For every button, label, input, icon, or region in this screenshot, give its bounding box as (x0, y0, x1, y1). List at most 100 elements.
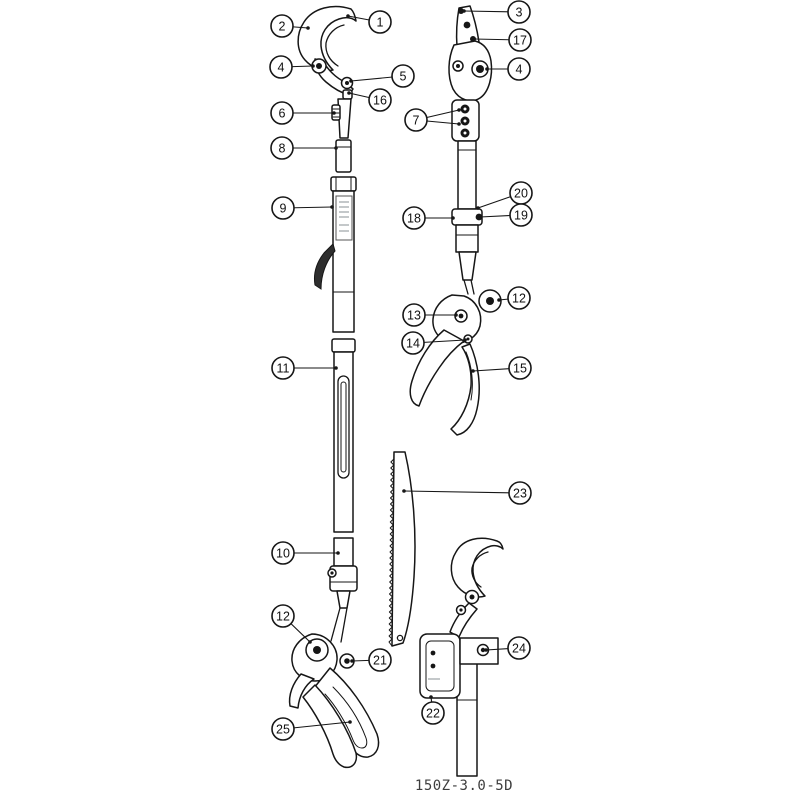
callout-number: 7 (413, 114, 420, 128)
callout-badge (402, 303, 426, 327)
callout-target-dot (463, 338, 467, 342)
lower-taper (336, 590, 351, 609)
cutting-head-right-drawing (409, 289, 502, 436)
callout-15: 15 (471, 356, 532, 380)
callout-10: 10 (271, 541, 340, 565)
callout-target-dot (346, 14, 350, 18)
callout-17: 17 (472, 28, 532, 52)
callout-24: 24 (484, 636, 531, 660)
hook-blade-shape (297, 5, 357, 72)
callout-badge (508, 356, 532, 380)
neck-shape (337, 98, 352, 139)
callout-11: 11 (271, 356, 338, 380)
callout-number: 8 (279, 142, 286, 156)
callout-badge (508, 28, 532, 52)
callout-badge (507, 0, 531, 24)
callout-number: 21 (373, 654, 387, 668)
slot-inner (340, 381, 347, 473)
plate-bolt-2-center (463, 119, 467, 123)
handle-slot (324, 686, 368, 749)
callout-12: 12 (497, 286, 531, 310)
callout-number: 25 (276, 723, 290, 737)
callout-number: 1 (377, 16, 384, 30)
callout-badge (271, 541, 295, 565)
clamp-bolt-center (330, 571, 334, 575)
saw-teeth (388, 451, 395, 647)
link-rods (330, 607, 348, 643)
callout-18: 18 (402, 206, 455, 230)
pulley-center (313, 646, 321, 654)
callout-number: 13 (407, 309, 421, 323)
locking-lever (314, 243, 336, 290)
callout-number: 16 (373, 94, 387, 108)
joint-collar (330, 176, 357, 192)
callout-badge (368, 648, 392, 672)
callout-target-dot (330, 205, 334, 209)
clamp-link (458, 251, 477, 281)
plate-bolt-3-center (463, 131, 467, 135)
callout-19: 19 (478, 203, 533, 227)
callout-badge (402, 206, 426, 230)
model-label: 150Z-3.0-5D (414, 778, 514, 794)
callout-12: 12 (271, 604, 312, 644)
callout-number: 4 (278, 61, 285, 75)
hook-inner-line (471, 551, 489, 588)
hook-blade-shape (450, 537, 504, 598)
set-screw-2 (463, 21, 471, 29)
callout-badge (368, 88, 392, 112)
hook-inner-line (325, 24, 345, 67)
callout-number: 23 (513, 487, 527, 501)
callout-target-dot (462, 9, 466, 13)
callout-badge (421, 701, 445, 725)
callout-number: 5 (400, 70, 407, 84)
callout-badge (368, 10, 392, 34)
callout-badge (271, 604, 295, 628)
pulley-center (345, 81, 349, 85)
pruner-head-bottom-right-drawing (449, 537, 504, 638)
callout-leader-line (403, 490, 521, 494)
callout-target-dot (334, 366, 338, 370)
adapter-tube (335, 139, 352, 173)
callout-target-dot (429, 695, 433, 699)
joint-ring (331, 338, 356, 353)
callout-target-dot (311, 64, 315, 68)
callout-4: 4 (269, 55, 315, 79)
callout-badge (270, 136, 294, 160)
bracket-hole-1 (430, 650, 436, 656)
sticker-text-lines (339, 201, 349, 232)
middle-pole-section-drawing (331, 338, 356, 533)
right-assembly (388, 5, 504, 777)
callout-target-dot (485, 67, 489, 71)
set-screw-1 (458, 8, 464, 14)
pole-tube (457, 140, 477, 210)
pulley-center (486, 297, 494, 305)
callout-badge (271, 196, 295, 220)
callout-number: 3 (516, 6, 523, 20)
callout-target-dot (472, 37, 476, 41)
callout-number: 12 (276, 610, 290, 624)
callout-14: 14 (401, 331, 467, 355)
plate-bolt-1-center (463, 107, 467, 111)
callout-badge (270, 14, 294, 38)
callout-target-dot (334, 146, 338, 150)
callout-badge (270, 101, 294, 125)
clamp-assembly-drawing (451, 208, 483, 295)
bracket-clamp-bolt-center (480, 647, 486, 653)
callout-target-dot (457, 108, 461, 112)
pruner-head-bottom-left-drawing (288, 607, 380, 769)
upper-pole-section-drawing (314, 176, 357, 333)
main-pivot-center (458, 313, 464, 319)
callout-number: 15 (513, 362, 527, 376)
callout-target-dot (451, 216, 455, 220)
clamp-body (455, 224, 479, 253)
callout-number: 2 (279, 20, 286, 34)
callout-number: 18 (407, 212, 421, 226)
callout-badge (271, 356, 295, 380)
lower-pole-section-drawing (327, 537, 358, 609)
pruner-head-top-right-drawing (448, 5, 493, 142)
callout-badge (508, 481, 532, 505)
callout-target-dot (350, 659, 354, 663)
callout-badge (401, 331, 425, 355)
